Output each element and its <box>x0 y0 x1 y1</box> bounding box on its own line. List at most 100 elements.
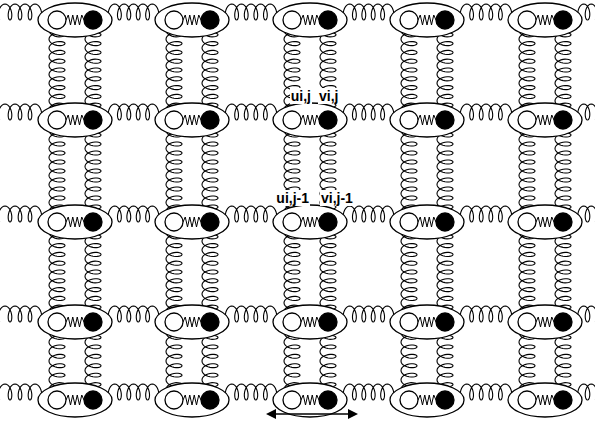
white-atom <box>48 313 66 331</box>
black-atom <box>319 313 337 331</box>
intra-spring <box>183 15 201 25</box>
white-atom <box>283 391 301 409</box>
white-atom <box>283 111 301 129</box>
vertical-spring <box>49 226 65 318</box>
dimer-oval <box>155 305 229 339</box>
vertical-spring <box>85 124 101 218</box>
vertical-spring <box>85 226 101 318</box>
black-atom <box>84 213 102 231</box>
intra-spring <box>418 395 436 405</box>
black-atom <box>201 11 219 29</box>
white-atom <box>518 111 536 129</box>
dimer-oval <box>508 103 582 137</box>
intra-spring <box>183 395 201 405</box>
horizontal-spring <box>343 206 394 222</box>
white-atom <box>165 391 183 409</box>
black-atom <box>84 391 102 409</box>
dimer-oval <box>155 205 229 239</box>
white-atom <box>518 313 536 331</box>
horizontal-spring <box>343 4 394 20</box>
arrow-head <box>266 409 276 419</box>
horizontal-spring <box>460 104 512 120</box>
intra-spring <box>66 395 84 405</box>
white-atom <box>165 313 183 331</box>
dimer-oval <box>508 383 582 417</box>
horizontal-spring <box>460 4 512 20</box>
intra-spring <box>301 15 319 25</box>
black-atom <box>436 391 454 409</box>
black-atom <box>436 111 454 129</box>
dimer-oval <box>273 3 347 37</box>
white-atom <box>165 111 183 129</box>
dimer-oval <box>155 103 229 137</box>
black-atom <box>554 313 572 331</box>
dimer-oval <box>508 305 582 339</box>
horizontal-spring <box>460 306 512 322</box>
intra-spring <box>301 217 319 227</box>
vertical-spring <box>85 24 101 116</box>
intra-spring <box>301 395 319 405</box>
intra-spring <box>536 115 554 125</box>
black-atom <box>319 391 337 409</box>
horizontal-spring <box>343 306 394 322</box>
intra-spring <box>536 317 554 327</box>
horizontal-spring <box>108 4 159 20</box>
vertical-spring <box>49 124 65 218</box>
black-atom <box>554 391 572 409</box>
vertical-spring <box>401 124 417 218</box>
white-atom <box>48 11 66 29</box>
black-atom <box>201 111 219 129</box>
vertical-spring <box>437 226 453 318</box>
horizontal-spring <box>460 206 512 222</box>
dimer-oval <box>38 205 112 239</box>
dimer-oval <box>390 103 464 137</box>
intra-spring <box>536 15 554 25</box>
black-atom <box>436 11 454 29</box>
horizontal-spring <box>108 206 159 222</box>
white-atom <box>48 111 66 129</box>
vertical-spring <box>202 24 218 116</box>
black-atom <box>84 11 102 29</box>
horizontal-spring <box>343 384 394 400</box>
dimer-oval <box>38 3 112 37</box>
horizontal-spring <box>108 306 159 322</box>
black-atom <box>554 213 572 231</box>
horizontal-spring <box>225 306 277 322</box>
black-atom <box>319 11 337 29</box>
dimer-oval <box>273 205 347 239</box>
vertical-spring <box>519 124 535 218</box>
intra-spring <box>418 217 436 227</box>
vertical-spring <box>49 24 65 116</box>
white-atom <box>283 313 301 331</box>
vertical-spring <box>519 24 535 116</box>
intra-spring <box>66 317 84 327</box>
white-atom <box>400 213 418 231</box>
white-atom <box>400 11 418 29</box>
intra-spring <box>183 317 201 327</box>
horizontal-spring <box>343 104 394 120</box>
black-atom <box>84 111 102 129</box>
horizontal-spring <box>460 384 512 400</box>
horizontal-spring <box>0 206 42 222</box>
horizontal-spring <box>225 384 277 400</box>
dimer-oval <box>38 103 112 137</box>
vertical-spring <box>555 24 571 116</box>
horizontal-spring <box>0 4 42 20</box>
dimer-oval <box>390 205 464 239</box>
intra-spring <box>301 115 319 125</box>
black-atom <box>436 313 454 331</box>
white-atom <box>518 391 536 409</box>
white-atom <box>518 11 536 29</box>
vertical-spring <box>320 226 336 318</box>
arrow-head <box>348 409 358 419</box>
displacement-arrow <box>272 413 352 415</box>
black-atom <box>554 111 572 129</box>
black-atom <box>201 213 219 231</box>
vertical-spring <box>401 226 417 318</box>
vertical-spring <box>284 226 300 318</box>
white-atom <box>165 11 183 29</box>
intra-spring <box>301 317 319 327</box>
horizontal-spring <box>225 206 277 222</box>
intra-spring <box>66 15 84 25</box>
